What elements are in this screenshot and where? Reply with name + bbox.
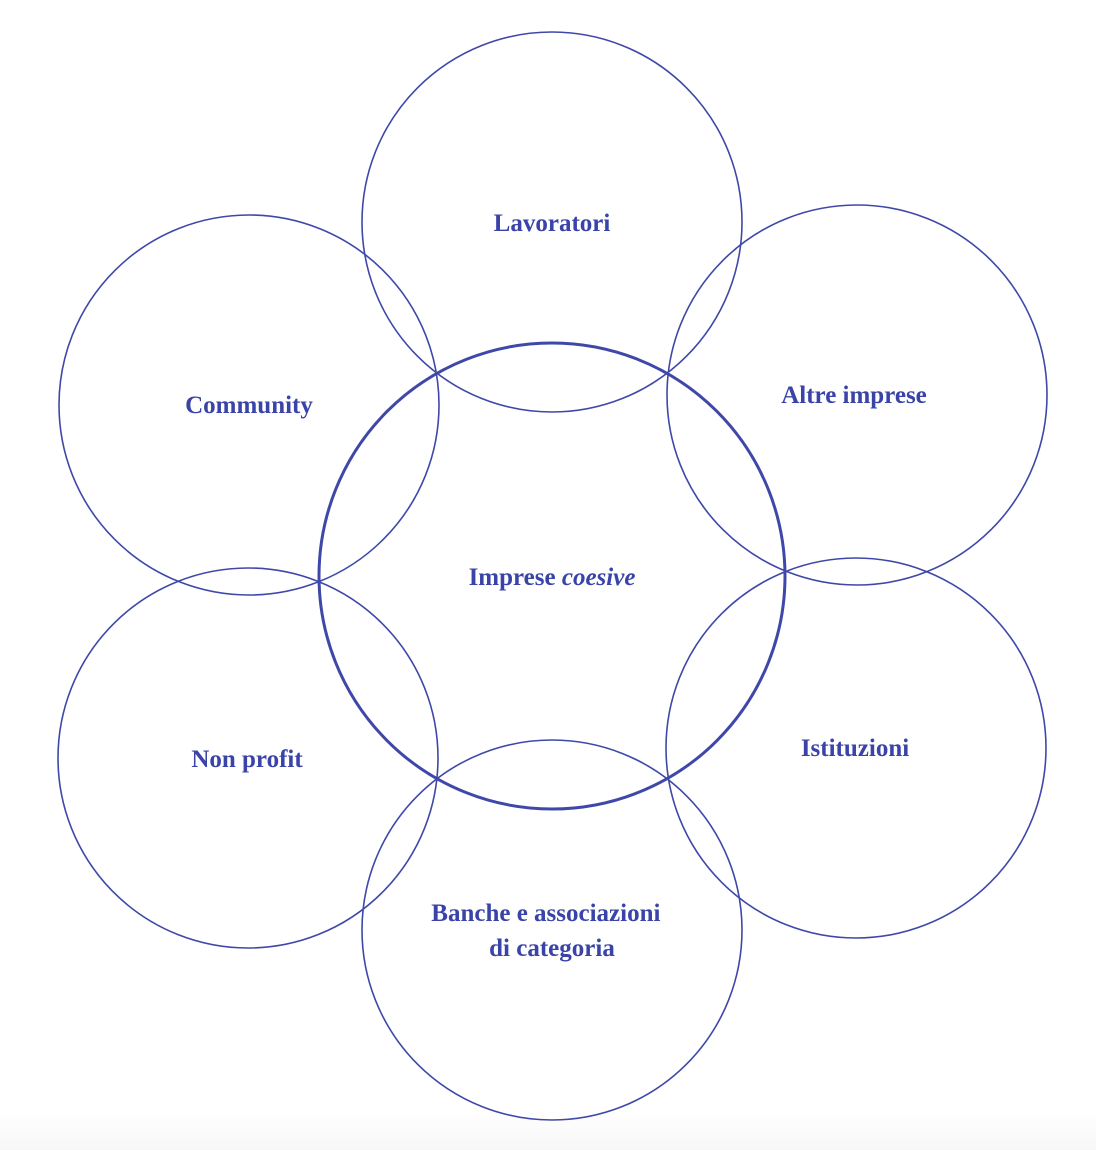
circle-community: [58, 214, 440, 596]
circle-lavoratori: [361, 31, 743, 413]
label-altre-imprese-line: Altre imprese: [781, 382, 927, 409]
label-community-line: Community: [185, 392, 313, 419]
circle-banche: [361, 739, 743, 1121]
center-label-italic-part: coesive: [562, 564, 636, 591]
label-banche: Banche e associazioni di categoria: [431, 900, 666, 962]
circle-istituzioni: [665, 557, 1047, 939]
label-community: Community: [185, 392, 313, 419]
label-lavoratori: Lavoratori: [494, 210, 611, 237]
label-istituzioni: Istituzioni: [801, 735, 909, 762]
label-istituzioni-line: Istituzioni: [801, 735, 909, 762]
center-label: Imprese coesive: [469, 564, 636, 591]
circle-imprese-coesive: [317, 341, 787, 811]
label-non-profit-line: Non profit: [191, 746, 303, 773]
circle-non-profit: [57, 567, 439, 949]
label-non-profit: Non profit: [191, 746, 303, 773]
label-banche-line-1: Banche e associazioni: [431, 900, 660, 927]
label-lavoratori-line: Lavoratori: [494, 210, 611, 237]
label-altre-imprese: Altre imprese: [781, 382, 927, 409]
label-banche-line-2: di categoria: [489, 935, 615, 962]
center-label-part: Imprese: [469, 564, 562, 591]
outer-circles: [57, 31, 1048, 1121]
circle-altre-imprese: [666, 204, 1048, 586]
